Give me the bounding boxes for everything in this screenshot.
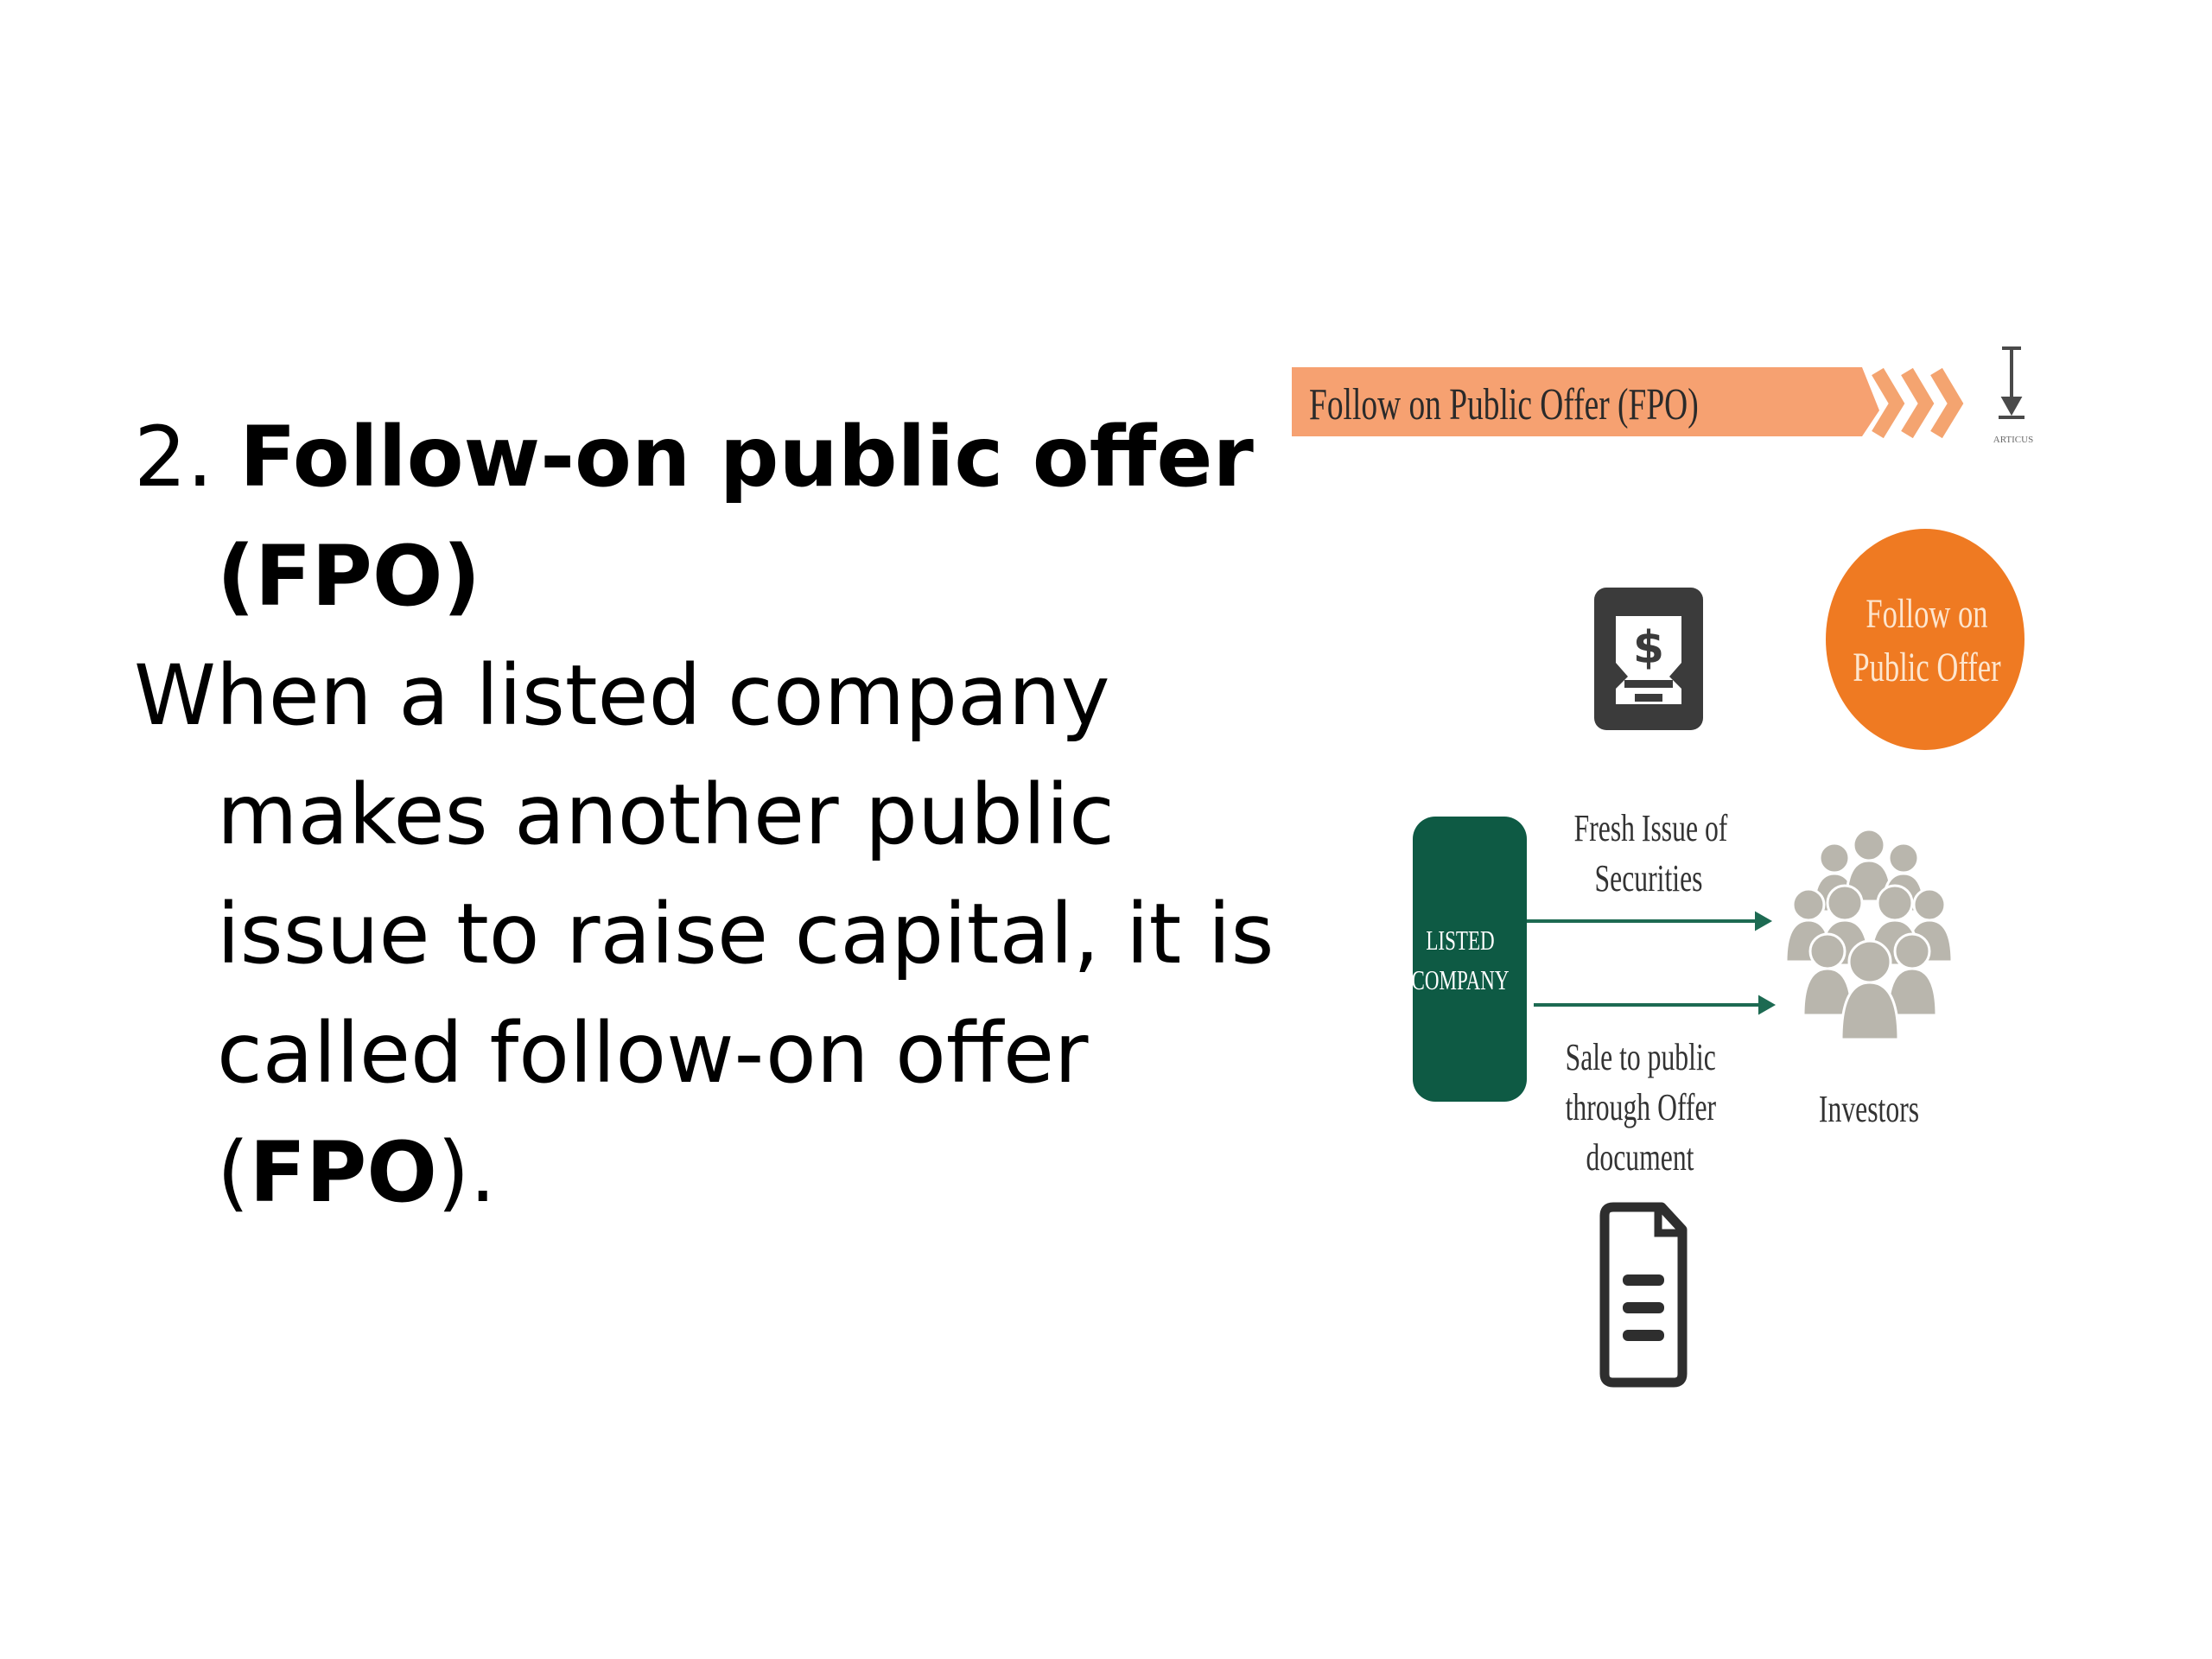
fresh-issue-line1: Fresh Issue of [1573,807,1728,849]
fresh-issue-line2: Securities [1594,857,1703,899]
people-group-icon [1784,828,1954,1041]
slide-body: When a listed company makes another publ… [134,636,1274,1232]
fpo-diagram-graphics: $ [1292,346,2024,1388]
fpo-circle [1826,529,2024,750]
circle-label: Follow on Public Offer [1853,588,2002,695]
flow-arrows [1527,911,1777,1015]
document-icon [1599,1202,1688,1388]
body-text: When a listed company makes another publ… [134,647,1274,1221]
body-text-bold: FPO [249,1124,437,1221]
dollar-certificate-icon: $ [1594,588,1703,730]
investors-label: Investors [1818,1088,1920,1130]
body-text-end: ). [437,1124,496,1221]
logo-text: ARTICUS [1993,435,2034,445]
heading-number: 2. [134,409,213,505]
arrow-down-logo-icon [1999,346,2024,419]
company-label-line1: LISTED [1426,925,1495,956]
heading-title: Follow-on public offer (FPO) [217,409,1254,625]
circle-label-line2: Public Offer [1853,645,2001,690]
banner-bar [1292,367,1879,436]
sale-line3: document [1586,1136,1694,1179]
company-label: LISTED COMPANY [1410,920,1510,1000]
sale-to-public-label: Sale to public through Offer document [1565,1033,1717,1183]
listed-company-box [1413,817,1527,1102]
slide-heading: 2. Follow-on public offer (FPO) [134,397,1274,636]
svg-text:$: $ [1633,622,1664,674]
fresh-issue-label: Fresh Issue of Securities [1573,804,1728,904]
circle-label-line1: Follow on [1866,591,1988,637]
slide-text-block: 2. Follow-on public offer (FPO) When a l… [134,397,1274,1232]
banner-chevrons [1872,367,1964,439]
banner-title: Follow on Public Offer (FPO) [1309,380,1699,429]
sale-line1: Sale to public [1565,1036,1716,1078]
company-label-line2: COMPANY [1411,964,1510,995]
sale-line2: through Offer [1565,1086,1717,1128]
fpo-diagram: $ [1292,341,2061,1400]
